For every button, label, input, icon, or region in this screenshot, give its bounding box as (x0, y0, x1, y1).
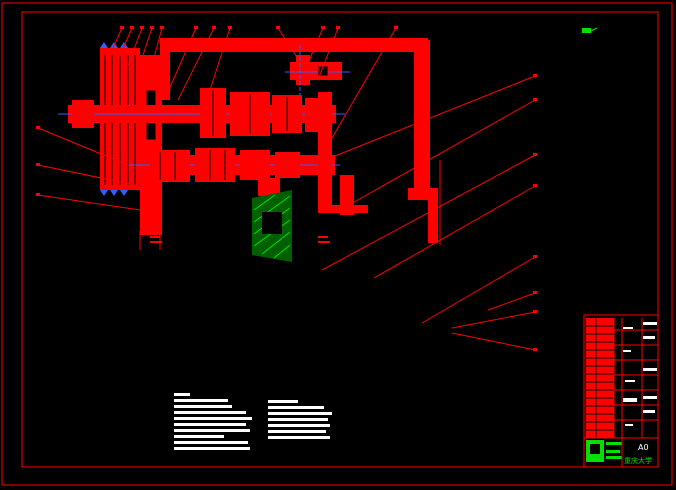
lower-gear-hatch (252, 178, 292, 262)
school-name-label: 重庆大学 (624, 456, 652, 465)
technical-notes-left (174, 393, 252, 450)
sheet-size-label: A0 (638, 443, 649, 452)
technical-notes-right (268, 400, 332, 439)
housing-top-bar (160, 38, 428, 52)
leader-balloons (36, 26, 537, 351)
title-block: A0 重庆大学 (583, 314, 659, 468)
gearbox-section-view (58, 38, 441, 262)
dimension-marks (150, 236, 330, 243)
leader-lines (37, 27, 536, 351)
revision-marker-icon (582, 27, 598, 33)
housing-left-strut (160, 40, 170, 100)
inner-sheet-frame (21, 11, 659, 468)
housing-right-wall (414, 40, 430, 195)
